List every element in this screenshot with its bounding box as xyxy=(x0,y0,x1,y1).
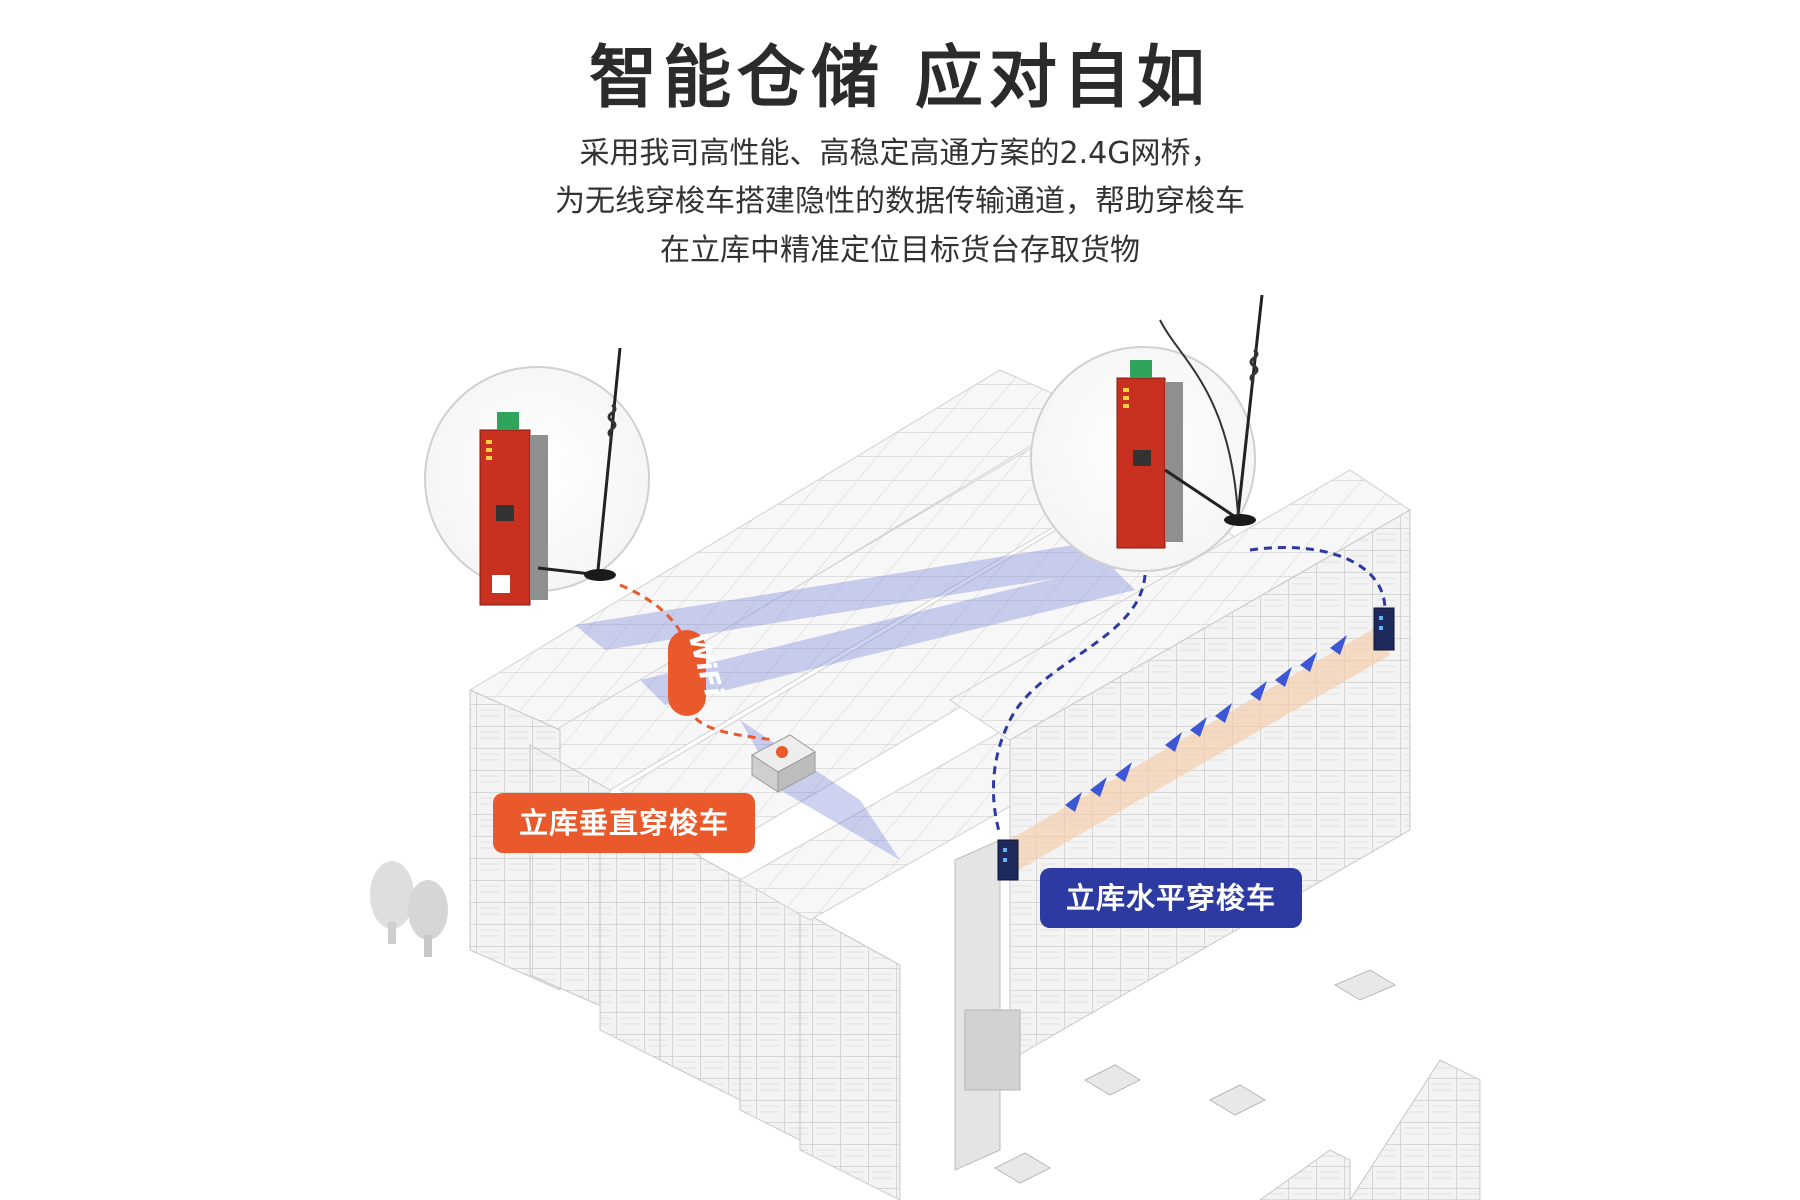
right-device-callout xyxy=(1030,294,1264,572)
pallet-stacks xyxy=(1259,1059,1481,1200)
description-line-3: 在立库中精准定位目标货台存取货物 xyxy=(660,233,1140,268)
wireless-bridge-icon xyxy=(1116,360,1183,549)
vertical-lift-column xyxy=(954,839,1021,1171)
wifi-link-line xyxy=(619,583,776,742)
shuttle-node-icon xyxy=(997,607,1395,881)
horizontal-rail xyxy=(1000,625,1390,875)
left-device-callout xyxy=(424,347,650,606)
antenna-icon xyxy=(1159,294,1264,526)
description-line-1: 采用我司高性能、高稳定高通方案的2.4G网桥， xyxy=(579,136,1221,171)
movement-arrows xyxy=(1065,635,1347,812)
page-title: 智能仓储 应对自如 xyxy=(589,39,1211,118)
tree-icon xyxy=(370,861,448,957)
pallet-icon xyxy=(993,969,1397,1184)
wifi-pill xyxy=(668,630,706,716)
bridge-link-line xyxy=(991,574,1147,836)
antenna-icon xyxy=(537,347,622,581)
wireless-bridge-icon xyxy=(479,412,548,606)
vertical-shuttle-label: 立库垂直穿梭车 xyxy=(493,793,756,853)
shuttle-cart-icon xyxy=(751,734,816,793)
horizontal-shuttle-label: 立库水平穿梭车 xyxy=(1040,868,1303,928)
description-line-2: 为无线穿梭车搭建隐性的数据传输通道，帮助穿梭车 xyxy=(555,184,1245,219)
